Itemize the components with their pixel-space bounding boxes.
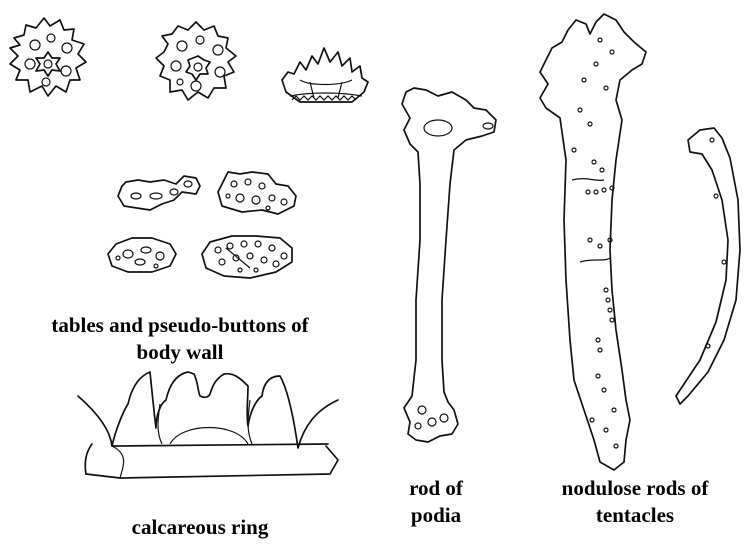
- table-ossicle-side-view: [282, 48, 368, 102]
- label-rod-podia-line-1: rod of: [386, 476, 486, 501]
- pseudo-button-2: [218, 172, 296, 214]
- table-ossicle-2: [156, 22, 236, 100]
- nodulose-rod-curved: [676, 128, 740, 404]
- calcareous-ring-fragment: [78, 372, 338, 478]
- label-tables-line-1: tables and pseudo-buttons of: [0, 313, 360, 338]
- label-nodulose-line-2: tentacles: [525, 503, 745, 528]
- pseudo-button-1: [118, 176, 200, 210]
- table-ossicle-1: [10, 18, 86, 96]
- label-nodulose-line-1: nodulose rods of: [525, 476, 745, 501]
- pseudo-button-4: [202, 236, 292, 278]
- nodulose-rod-large: [540, 14, 646, 470]
- pseudo-button-3: [108, 238, 176, 272]
- label-rod-podia-line-2: podia: [386, 503, 486, 528]
- podia-rod: [402, 88, 496, 442]
- label-tables-line-2: body wall: [0, 340, 360, 365]
- label-calcareous-ring: calcareous ring: [90, 515, 310, 540]
